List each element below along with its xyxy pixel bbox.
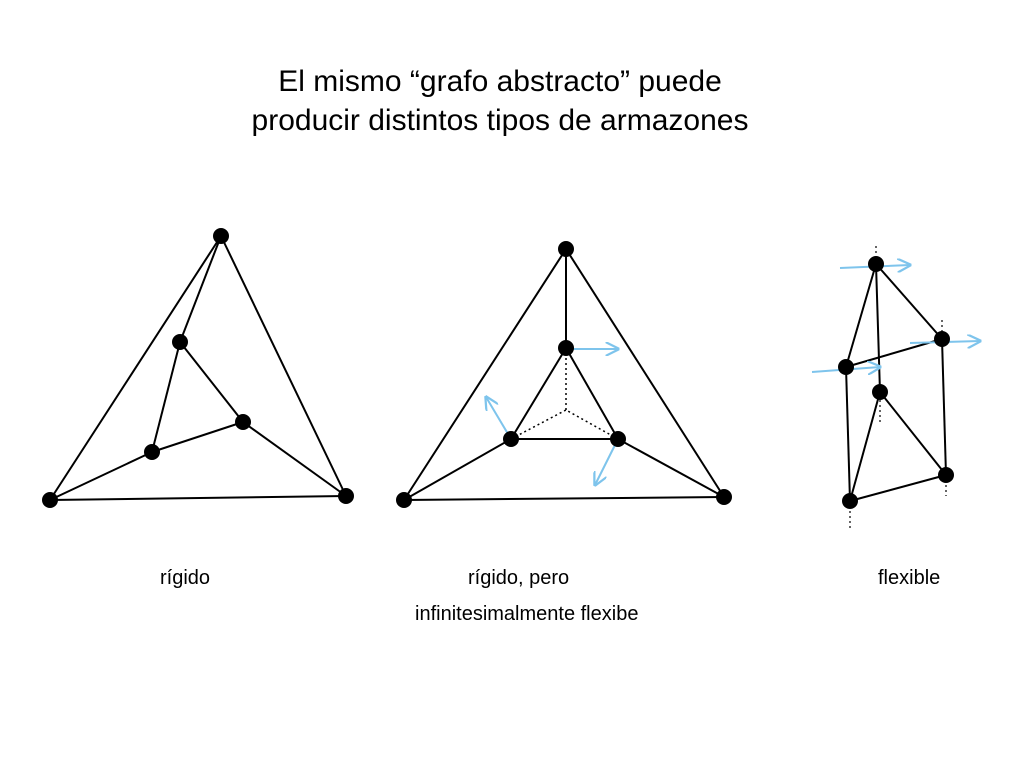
vertex	[172, 334, 188, 350]
edge	[565, 248, 725, 498]
vertex	[610, 431, 626, 447]
vertex	[558, 241, 574, 257]
edge	[220, 235, 347, 497]
infinitesimally-flexible-framework	[396, 241, 732, 508]
vertex	[838, 359, 854, 375]
velocity-arrow	[595, 438, 619, 485]
edge	[403, 438, 512, 501]
vertex	[558, 340, 574, 356]
edge	[403, 248, 567, 501]
vertex	[503, 431, 519, 447]
caption-infinitesimal-line-1: rígido, pero	[468, 567, 570, 589]
vertex	[213, 228, 229, 244]
edge	[179, 235, 222, 343]
caption-flexible: flexible	[878, 567, 941, 589]
flexible-framework	[811, 246, 980, 530]
vertex	[938, 467, 954, 483]
caption-infinitesimal-line-2: infinitesimalmente flexibe	[415, 603, 639, 625]
rigid-framework	[42, 228, 354, 508]
vertex	[868, 256, 884, 272]
edge	[49, 451, 153, 501]
edge	[151, 341, 181, 453]
vertex	[338, 488, 354, 504]
edge	[879, 391, 947, 476]
vertex	[842, 493, 858, 509]
dotted-guide	[510, 409, 567, 440]
vertex	[396, 492, 412, 508]
edge	[565, 347, 619, 440]
edge	[510, 347, 567, 440]
edge	[49, 235, 222, 501]
caption-rigid: rígido	[160, 567, 211, 589]
edge	[875, 263, 881, 393]
edge	[403, 496, 725, 501]
vertex	[934, 331, 950, 347]
vertex	[144, 444, 160, 460]
edge	[845, 366, 851, 502]
title-line-2: producir distintos tipos de armazones	[251, 104, 749, 137]
vertex	[235, 414, 251, 430]
edge	[845, 263, 877, 368]
edge	[179, 341, 244, 423]
edge	[845, 338, 943, 368]
velocity-arrow	[486, 397, 512, 440]
vertex	[716, 489, 732, 505]
edge	[49, 495, 347, 501]
edge	[849, 391, 881, 502]
edge	[242, 421, 347, 497]
edge	[849, 474, 947, 502]
edge	[941, 338, 947, 476]
slide-title: El mismo “grafo abstracto” puede produci…	[0, 62, 1000, 140]
title-line-1: El mismo “grafo abstracto” puede	[278, 65, 722, 98]
edge	[875, 263, 943, 340]
vertex	[872, 384, 888, 400]
vertex	[42, 492, 58, 508]
edge	[151, 421, 244, 453]
edge	[617, 438, 725, 498]
